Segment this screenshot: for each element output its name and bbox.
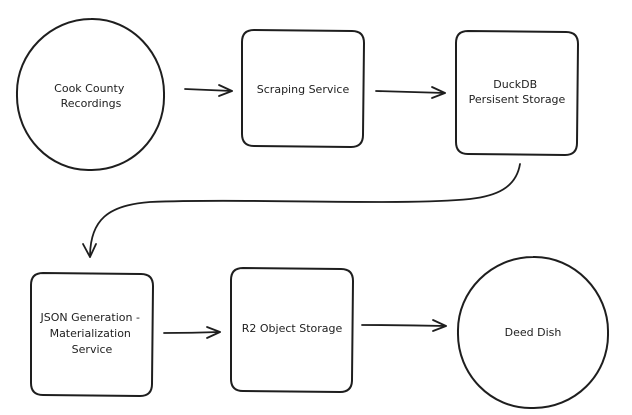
node-scraping-service-shape bbox=[241, 29, 365, 148]
node-json-generation-service-label: JSON Generation - Materialization Servic… bbox=[40, 311, 144, 356]
node-duckdb-storage-shape bbox=[455, 30, 579, 156]
node-r2-object-storage-shape bbox=[230, 267, 354, 393]
edge-json-generation-to-r2-line bbox=[163, 331, 221, 334]
edge-duckdb-to-json-generation-arrowhead bbox=[82, 243, 97, 258]
edge-duckdb-to-json-generation-line bbox=[89, 163, 521, 258]
node-deed-dish[interactable]: Deed Dish bbox=[456, 255, 610, 410]
node-cook-county-recordings[interactable]: Cook County Recordings bbox=[15, 17, 166, 172]
node-deed-dish-shape bbox=[456, 255, 610, 410]
node-scraping-service-label: Scraping Service bbox=[257, 83, 350, 96]
node-json-generation-service-shape bbox=[30, 272, 154, 397]
node-cook-county-recordings-shape bbox=[15, 17, 166, 172]
edge-scraping-to-duckdb bbox=[375, 86, 446, 99]
edge-cook-county-to-scraping-arrowhead bbox=[218, 84, 233, 97]
node-r2-object-storage[interactable]: R2 Object Storage bbox=[230, 267, 354, 393]
node-scraping-service[interactable]: Scraping Service bbox=[241, 29, 365, 148]
edge-cook-county-to-scraping-line bbox=[184, 88, 233, 92]
edge-scraping-to-duckdb-line bbox=[375, 90, 446, 94]
node-cook-county-recordings-label: Cook County Recordings bbox=[54, 82, 128, 110]
edge-scraping-to-duckdb-arrowhead bbox=[431, 86, 446, 99]
node-duckdb-storage-label: DuckDB Persisent Storage bbox=[469, 78, 566, 106]
edge-cook-county-to-scraping bbox=[184, 84, 233, 97]
node-r2-object-storage-label: R2 Object Storage bbox=[242, 322, 343, 335]
node-json-generation-service[interactable]: JSON Generation - Materialization Servic… bbox=[30, 272, 154, 397]
node-deed-dish-label: Deed Dish bbox=[505, 326, 562, 339]
edge-r2-to-deed-dish-line bbox=[361, 324, 447, 327]
edge-json-generation-to-r2-arrowhead bbox=[206, 326, 221, 339]
edge-json-generation-to-r2 bbox=[163, 326, 221, 339]
edge-r2-to-deed-dish-arrowhead bbox=[432, 319, 447, 332]
node-duckdb-storage[interactable]: DuckDB Persisent Storage bbox=[455, 30, 579, 156]
edge-r2-to-deed-dish bbox=[361, 319, 447, 332]
edge-duckdb-to-json-generation bbox=[82, 163, 521, 258]
